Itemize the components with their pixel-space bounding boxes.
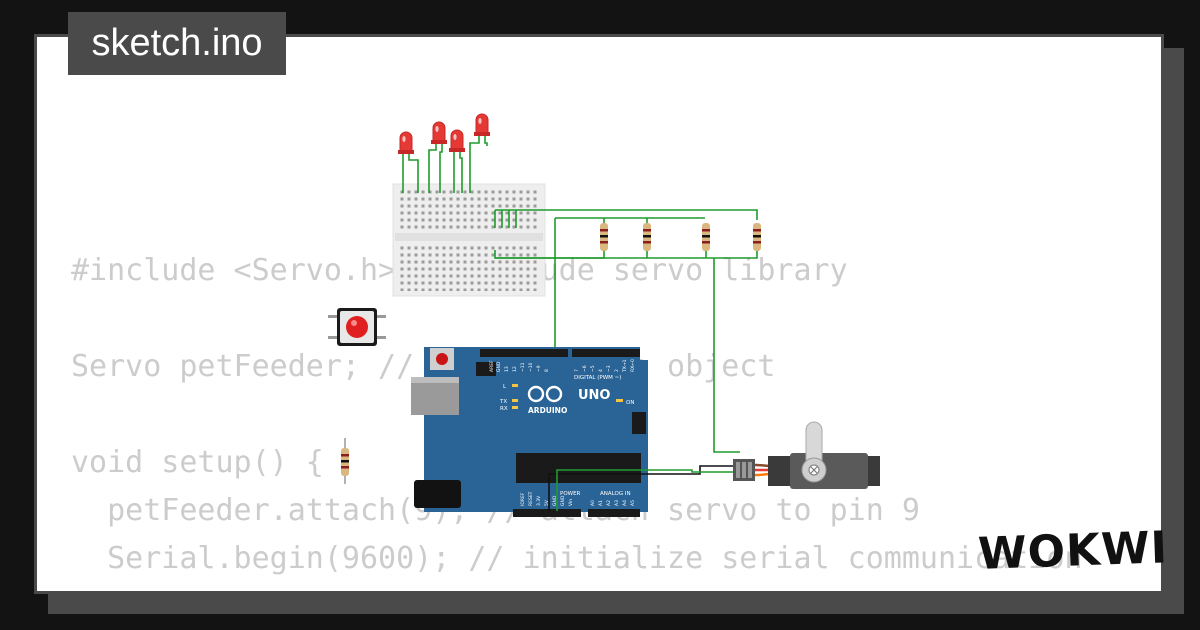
power-pin-labels: IOREF RESET 3.3V 5V GND GND Vin: [520, 491, 574, 506]
led-icon[interactable]: [398, 131, 414, 154]
breadboard-icon[interactable]: [392, 183, 546, 297]
led-icon[interactable]: [474, 113, 490, 136]
resistor-icon[interactable]: [702, 223, 710, 251]
power-label: POWER: [560, 491, 581, 497]
pin-label: A3: [614, 500, 620, 506]
led-wires: [402, 136, 488, 193]
analog-pin-labels: A0 A1 A2 A3 A4 A5: [590, 500, 636, 506]
pin-label: GND: [552, 495, 558, 506]
pin-label: A4: [622, 500, 628, 506]
pin-label: ~9: [536, 365, 542, 372]
wokwi-logo: WOKWI: [977, 522, 1169, 580]
pin-label: 12: [512, 366, 518, 372]
resistor-icon[interactable]: [600, 223, 608, 251]
aref-label: AREF: [489, 360, 495, 372]
pin-label: RESET: [528, 491, 534, 506]
pin-label: TX→1: [622, 359, 628, 373]
pin-label: 5V: [544, 499, 550, 506]
tx-label: TX: [499, 399, 507, 405]
gnd-label: GND: [496, 361, 502, 372]
pushbutton-icon[interactable]: [328, 308, 386, 346]
code-line: petFeeder.attach(9); // attach servo to …: [107, 493, 920, 528]
brand-wordmark: WOKWI: [977, 522, 1169, 580]
pin-label: GND: [560, 495, 566, 506]
resistor-icon[interactable]: [643, 223, 651, 251]
preview-card: #include <Servo.h> // include servo libr…: [34, 34, 1164, 594]
resistor-wires: [494, 209, 758, 453]
pin-label: ~5: [590, 365, 596, 372]
servo-wires: [548, 465, 733, 511]
pin-label: A5: [630, 500, 636, 506]
pin-label: IOREF: [520, 492, 526, 506]
digital-pin-labels: 13 12 ~11 ~10 ~9 8 7 ~6 ~5 4 ~3 2 TX→1 R…: [504, 359, 636, 373]
led-icon[interactable]: [431, 121, 447, 144]
pin-label: 13: [504, 366, 510, 372]
code-line: }: [71, 589, 89, 591]
servo-motor-icon[interactable]: [733, 421, 880, 489]
l-label: L: [503, 384, 507, 390]
pin-label: 2: [614, 369, 620, 372]
pin-label: ~6: [582, 365, 588, 372]
pin-label: 7: [574, 369, 580, 372]
led-icon[interactable]: [449, 129, 465, 152]
arduino-logo-icon: [527, 385, 563, 403]
code-line: Serial.begin(9600); // initialize serial…: [71, 541, 1083, 576]
analog-label: ANALOG IN: [600, 491, 631, 497]
pin-label: ~11: [520, 362, 526, 372]
pin-label: RX←0: [630, 359, 636, 372]
pin-label: A1: [598, 500, 604, 506]
on-label: ON: [626, 400, 634, 406]
pin-label: ~10: [528, 362, 534, 372]
resistor-icon[interactable]: [341, 438, 349, 484]
reset-button[interactable]: [436, 353, 448, 365]
pin-label: A2: [606, 500, 612, 506]
sketch-title: sketch.ino: [68, 12, 286, 75]
digital-label: DIGITAL (PWM ~): [574, 375, 621, 381]
pin-label: 4: [598, 369, 604, 372]
model-label: UNO: [578, 388, 611, 403]
pin-label: Vin: [568, 499, 574, 506]
pin-label: A0: [590, 500, 596, 506]
resistor-icon[interactable]: [753, 223, 761, 251]
arduino-brand-label: ARDUINO: [528, 406, 567, 415]
pin-label: 8: [544, 369, 550, 372]
arduino-uno-icon[interactable]: AREF GND 13 12 ~11 ~10 ~9 8 7 ~6 ~5 4 ~3…: [411, 347, 648, 517]
rx-label: RX: [500, 406, 508, 412]
code-line: void setup() {: [71, 445, 324, 480]
pin-label: ~3: [606, 365, 612, 372]
pin-label: 3.3V: [536, 495, 542, 506]
